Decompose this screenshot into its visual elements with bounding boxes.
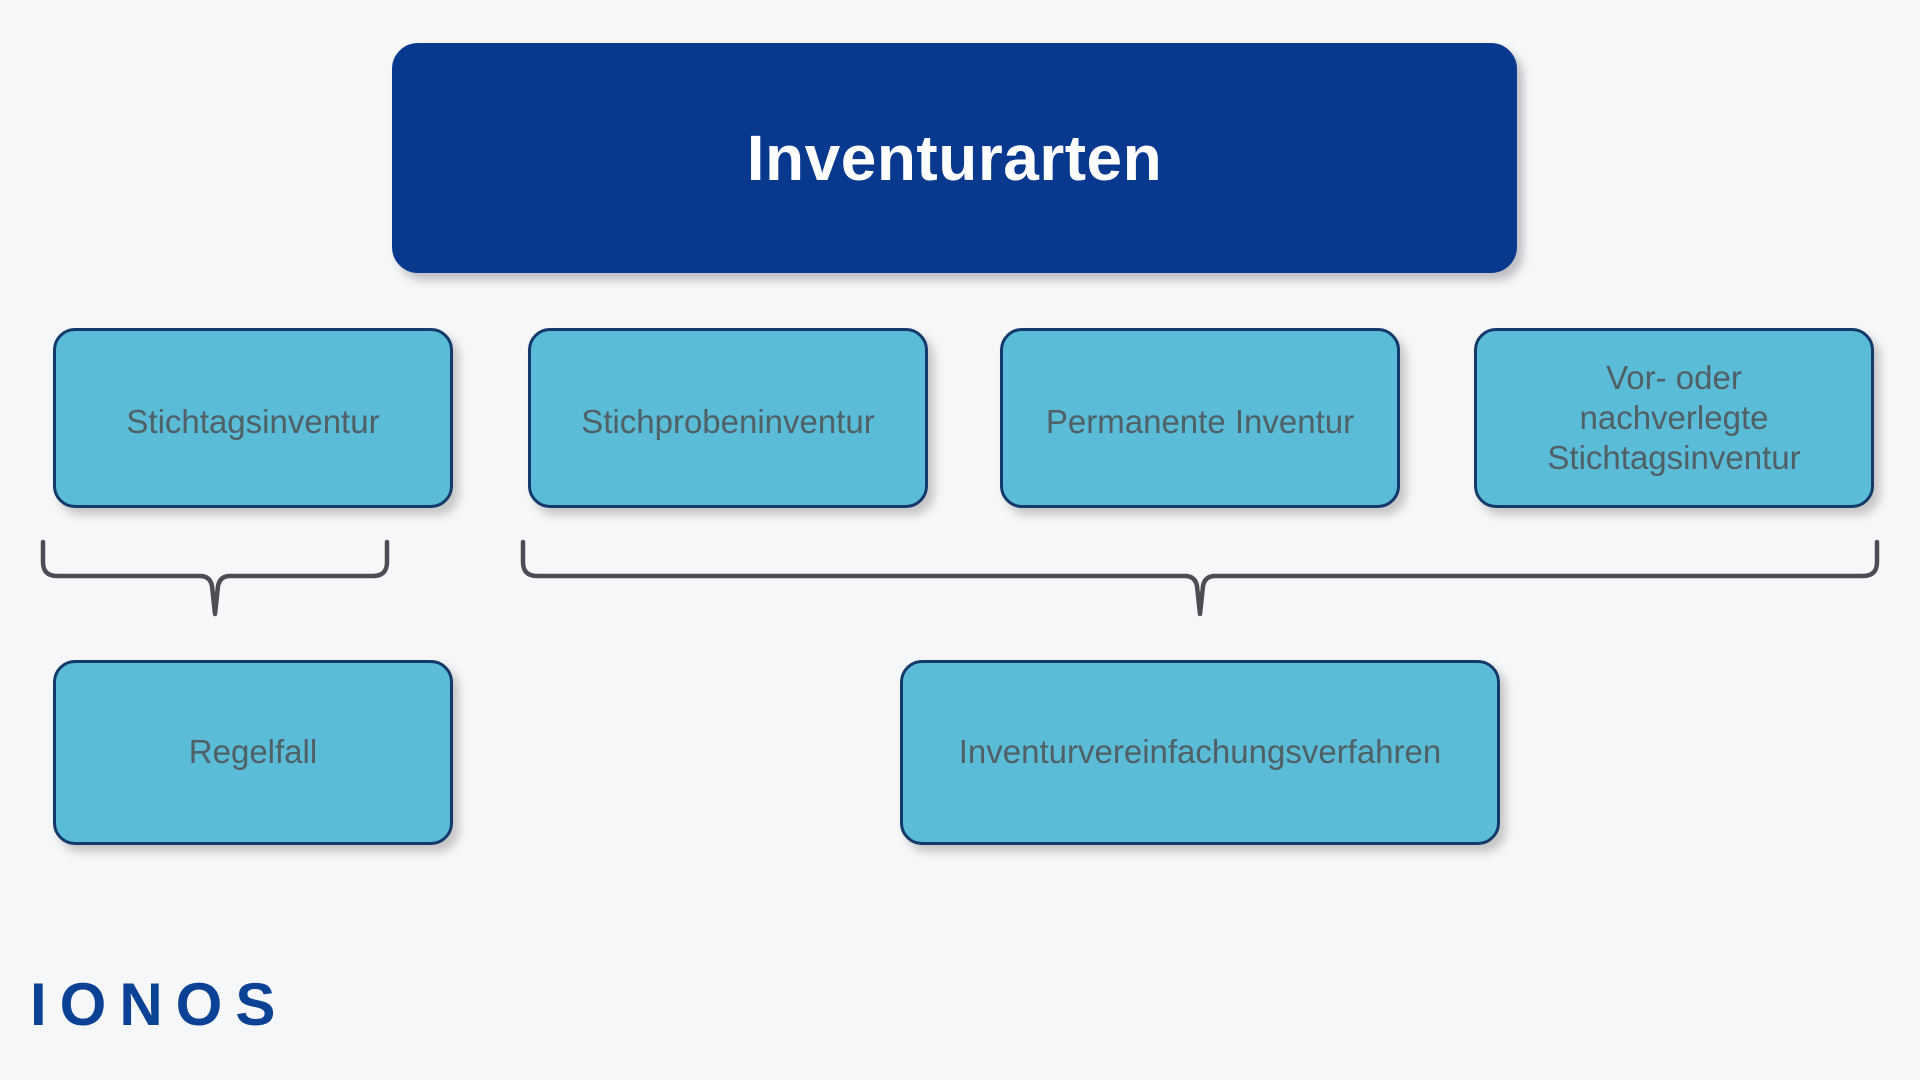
node-permanente-inventur: Permanente Inventur — [1000, 328, 1400, 508]
node-permanente-inventur-label: Permanente Inventur — [1045, 402, 1355, 440]
node-stichtagsinventur: Stichtagsinventur — [53, 328, 453, 508]
bracket-regelfall — [40, 539, 390, 617]
bracket-inventurvereinfachungsverfahren — [520, 539, 1880, 617]
ionos-logo: IONOS — [30, 971, 289, 1038]
node-vor-oder-label-line3: Stichtagsinventur — [1547, 439, 1801, 477]
node-stichprobeninventur: Stichprobeninventur — [528, 328, 928, 508]
diagram-title-label: Inventurarten — [746, 122, 1163, 194]
node-vor-oder-label-wrapper: Vor- oder nachverlegte Stichtagsinventur — [1535, 358, 1812, 479]
diagram-title-box: Inventurarten — [392, 43, 1517, 273]
node-regelfall: Regelfall — [53, 660, 453, 845]
node-stichtagsinventur-label: Stichtagsinventur — [126, 402, 380, 440]
node-inventurvereinfachungsverfahren: Inventurvereinfachungsverfahren — [900, 660, 1500, 845]
node-regelfall-label: Regelfall — [188, 733, 318, 771]
node-inventurvereinfachungsverfahren-label: Inventurvereinfachungsverfahren — [958, 733, 1442, 771]
node-vor-oder-label-line2: nachverlegte — [1579, 398, 1769, 436]
node-vor-oder-nachverlegte-stichtagsinventur: Vor- oder nachverlegte Stichtagsinventur — [1474, 328, 1874, 508]
node-vor-oder-label-line1: Vor- oder — [1606, 358, 1742, 396]
node-stichprobeninventur-label: Stichprobeninventur — [581, 402, 875, 440]
